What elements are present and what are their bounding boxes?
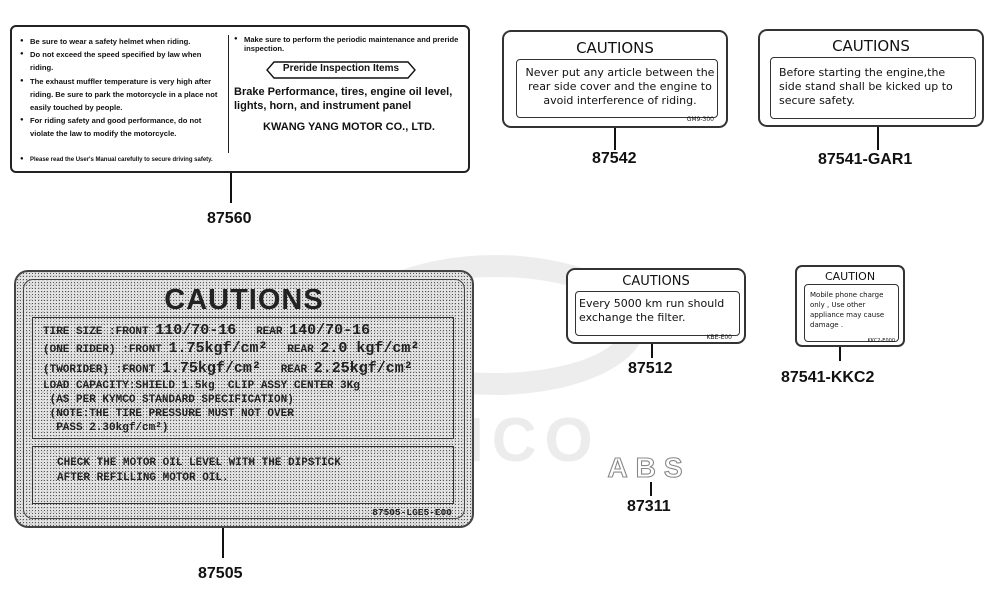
maintenance-bullet: Make sure to perform the periodic mainte… [234,35,464,53]
leader-line-87560 [230,173,232,203]
load-capacity-line: (NOTE:THE TIRE PRESSURE MUST NOT OVER [43,408,294,420]
leader-line-87311 [650,482,652,496]
caution-text: Every 5000 km run should exchange the fi… [579,297,725,324]
label-87560: Be sure to wear a safety helmet when rid… [10,25,470,173]
caution-text-box: Mobile phone charge only , Use other app… [804,284,899,342]
rear-label: REAR [280,364,308,376]
front-label: :FRONT [115,364,156,376]
part-number-87541-kkc2: 87541-KKC2 [781,369,875,386]
bullet-item: For riding safety and good performance, … [20,114,225,140]
caution-title: CAUTIONS [832,37,910,55]
hexagon-frame-icon [266,61,416,79]
label-87505: CAUTIONS TIRE SIZE :FRONT 110/70-16 REAR… [14,270,474,528]
caution-title: CAUTIONS [622,274,690,289]
label-87542: CAUTIONS Never put any article between t… [502,30,728,128]
load-capacity-line: (AS PER KYMCO STANDARD SPECIFICATION) [43,394,294,406]
part-number-87541-gar1: 87541-GAR1 [818,151,913,168]
caution-text-box: Before starting the engine,the side stan… [770,57,976,119]
caution-title: CAUTIONS [576,39,654,57]
leader-line-87542 [614,128,616,150]
caution-text-box: Never put any article between the rear s… [516,59,718,118]
caution-text: Never put any article between the rear s… [525,66,715,107]
company-name: KWANG YANG MOTOR CO., LTD. [263,121,435,133]
rear-value: 140/70-16 [289,322,371,339]
tire-size-row: TIRE SIZE :FRONT 110/70-16 REAR 140/70-1… [43,322,370,339]
row-label: (ONE RIDER) [43,344,116,356]
front-label: :FRONT [122,344,162,356]
row-label: TIRE SIZE [43,326,103,338]
caution-text: Mobile phone charge only , Use other app… [810,291,885,329]
rear-label: REAR [256,326,283,338]
load-capacity-line: LOAD CAPACITY:SHIELD 1.5kg CLIP ASSY CEN… [43,380,360,392]
tire-pressure-box: TIRE SIZE :FRONT 110/70-16 REAR 140/70-1… [32,317,454,439]
inspection-items-title: Preride Inspection Items [282,63,400,74]
bullet-item: The exhaust muffler temperature is very … [20,75,225,115]
row-label: (TWORIDER) [43,364,110,376]
rear-value: 2.25kgf/cm² [313,360,413,377]
abs-logo-text: ABS [607,454,690,482]
front-label: :FRONT [109,326,149,338]
rear-label: REAR [287,344,314,356]
leader-line-87541-gar1 [877,127,879,150]
part-number-87505: 87505 [198,565,243,582]
caution-title: CAUTION [824,270,876,283]
part-number-87560: 87560 [207,210,252,227]
inner-border [23,279,465,519]
motor-oil-line: CHECK THE MOTOR OIL LEVEL WITH THE DIPST… [57,457,341,469]
one-rider-row: (ONE RIDER) :FRONT 1.75kgf/cm² REAR 2.0 … [43,340,419,357]
leader-line-87505 [222,528,224,558]
part-number-87512: 87512 [628,360,673,377]
label-code: KKC2-E000 [867,338,895,344]
bullet-item: Be sure to wear a safety helmet when rid… [20,35,225,48]
front-value: 110/70-16 [155,322,237,339]
column-divider [228,35,229,153]
label-code: GM9-300 [686,116,714,123]
front-value: 1.75kgf/cm² [168,340,268,357]
bullet-item: Do not exceed the speed specified by law… [20,48,225,74]
abs-logo: ABS [607,451,690,483]
caution-text: Before starting the engine,the side stan… [779,66,953,107]
label-87541-gar1: CAUTIONS Before starting the engine,the … [758,29,984,127]
leader-line-87541-kkc2 [839,347,841,361]
right-column: Make sure to perform the periodic mainte… [234,35,464,133]
label-87512: CAUTIONS Every 5000 km run should exchan… [566,268,746,344]
rear-value: 2.0 kgf/cm² [320,340,420,357]
left-bullet-list: Be sure to wear a safety helmet when rid… [20,35,225,141]
front-value: 1.75kgf/cm² [161,360,261,377]
label-code: KBE-E00 [706,334,732,341]
caution-text-box: Every 5000 km run should exchange the fi… [575,291,740,336]
two-riders-row: (TWORIDER) :FRONT 1.75kgf/cm² REAR 2.25k… [43,360,413,377]
inspection-items-box: Preride Inspection Items [266,61,416,79]
motor-oil-box: CHECK THE MOTOR OIL LEVEL WITH THE DIPST… [32,446,454,504]
manual-footer: Please read the User's Manual carefully … [20,156,213,163]
label-87311: ABS [590,451,708,484]
label-87541-kkc2: CAUTION Mobile phone charge only , Use o… [795,265,905,347]
load-capacity-line: PASS 2.30kgf/cm²) [43,422,169,434]
motor-oil-line: AFTER REFILLING MOTOR OIL. [57,472,229,484]
part-number-87311: 87311 [627,498,671,515]
caution-title: CAUTIONS [164,284,324,316]
inspection-items-body: Brake Performance, tires, engine oil lev… [234,86,453,112]
label-code: 87505-LGE5-E00 [372,507,452,518]
leader-line-87512 [651,344,653,358]
part-number-87542: 87542 [592,150,637,167]
